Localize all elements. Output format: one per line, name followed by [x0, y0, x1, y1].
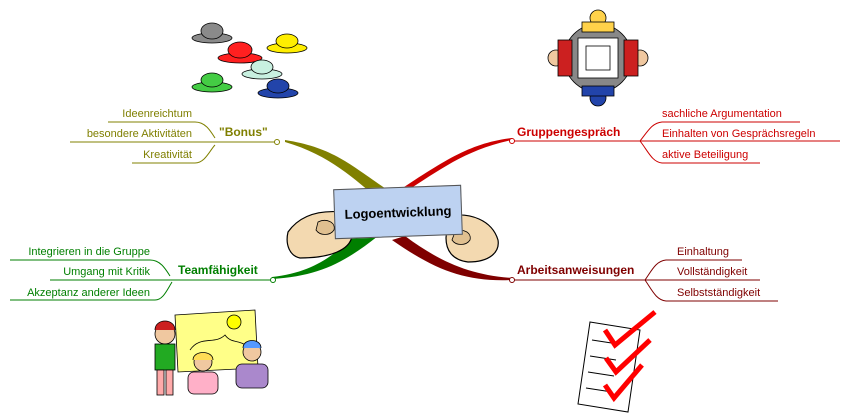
bonus-branch: [285, 140, 395, 200]
teamfaehigkeit-branch: [272, 230, 378, 279]
center-node: Logoentwicklung: [333, 184, 463, 240]
bonus-connectors: [70, 121, 280, 164]
arbeitsanweisungen-branch: [392, 236, 512, 281]
checklist-icon: [577, 310, 657, 413]
teamfaehigkeit-label: Teamfähigkeit: [178, 263, 258, 277]
teamfaehigkeit-item: Integrieren in die Gruppe: [28, 246, 150, 258]
bonus-item: besondere Aktivitäten: [86, 128, 192, 140]
bonus-label: "Bonus": [219, 125, 268, 139]
center-node-label: Logoentwicklung: [344, 202, 452, 222]
gruppengespraech-connectors: [509, 121, 840, 164]
gruppengespraech-label: Gruppengespräch: [517, 125, 621, 139]
teamfaehigkeit-connectors: [10, 259, 276, 301]
gruppengespraech-item: aktive Beteiligung: [662, 149, 749, 161]
group-meeting-table-icon: [547, 9, 649, 107]
arbeitsanweisungen-label: Arbeitsanweisungen: [517, 263, 635, 277]
arbeitsanweisungen-item: Vollständigkeit: [677, 266, 748, 278]
gruppengespraech-item: Einhalten von Gesprächsregeln: [662, 128, 816, 140]
gruppengespraech-branch: [392, 138, 512, 195]
teamfaehigkeit-item: Umgang mit Kritik: [63, 266, 150, 278]
teamfaehigkeit-item: Akzeptanz anderer Ideen: [27, 287, 150, 299]
colorful-hats-icon: [191, 22, 308, 99]
arbeitsanweisungen-item: Einhaltung: [677, 246, 729, 258]
bonus-item: Ideenreichtum: [122, 108, 192, 120]
children-painting-icon: [154, 309, 269, 396]
arbeitsanweisungen-connectors: [509, 259, 778, 302]
bonus-item: Kreativität: [143, 149, 192, 161]
gruppengespraech-item: sachliche Argumentation: [662, 108, 782, 120]
arbeitsanweisungen-item: Selbstständigkeit: [677, 287, 761, 299]
